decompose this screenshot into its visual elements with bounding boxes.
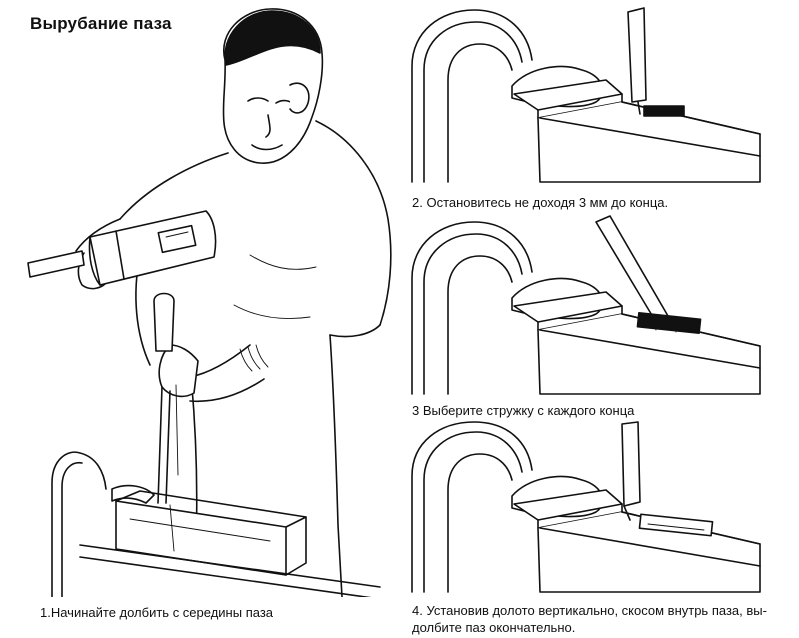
final-vertical-chisel-drawing xyxy=(411,421,761,593)
chisel-stop-3mm-drawing xyxy=(411,7,761,183)
step-3-caption: 3 Выберите стружку с каждого конца xyxy=(412,403,635,418)
step-1-illustration xyxy=(20,5,400,597)
step-2-caption: 2. Остановитесь не доходя 3 мм до конца. xyxy=(412,195,669,210)
step-3-illustration xyxy=(400,212,790,398)
clear-waste-each-end-drawing xyxy=(411,215,761,395)
page-title: Вырубание паза xyxy=(30,14,172,33)
step-4-illustration xyxy=(400,420,790,596)
step-2-illustration xyxy=(400,6,790,186)
craftsman-chiseling-drawing xyxy=(27,8,392,597)
step-1-caption: 1.Начинайте долбить с середины паза xyxy=(40,605,274,620)
step-4-caption: 4. Установив долото вертикально, скосом … xyxy=(412,603,767,635)
